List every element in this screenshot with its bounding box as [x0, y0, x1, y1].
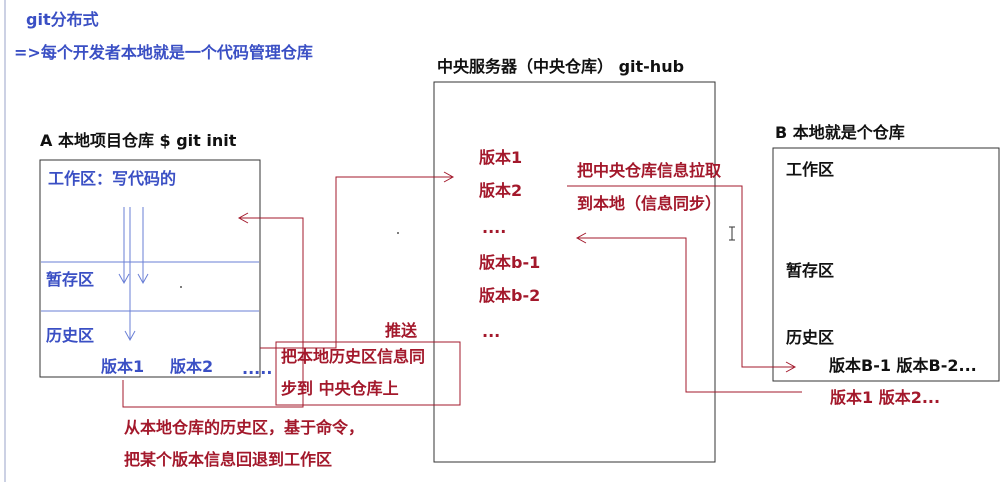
dot-mark-2 — [180, 286, 182, 288]
pull-arrow-bottom — [578, 237, 802, 393]
local-a-version-ellipsis: ..... — [242, 359, 273, 378]
flow-arrow-head-2 — [124, 330, 136, 342]
local-b-history: 历史区 — [786, 328, 835, 347]
central-version-ellipsis-2: ... — [482, 322, 501, 341]
push-desc-line-1: 把本地历史区信息同 — [281, 347, 426, 366]
local-b-label: B 本地就是个仓库 — [775, 123, 905, 142]
local-a-label: A 本地项目仓库 $ git init — [40, 131, 237, 150]
local-b-pulled-versions: 版本1 版本2... — [830, 388, 941, 407]
local-b-versions: 版本B-1 版本B-2... — [829, 356, 977, 375]
pull-desc-line-2: 到本地（信息同步） — [577, 194, 722, 213]
central-version-1: 版本1 — [479, 148, 523, 167]
pull-arrow-top-head — [785, 361, 797, 373]
local-a-staging: 暂存区 — [46, 270, 95, 289]
push-desc-line-2: 步到 中央仓库上 — [281, 379, 399, 398]
push-arrow-head — [443, 171, 455, 183]
push-arrow — [260, 176, 452, 349]
pull-arrow-bottom-head — [575, 232, 587, 244]
flow-arrow-head-1 — [118, 273, 130, 285]
push-desc-box — [275, 341, 461, 406]
central-version-ellipsis-1: .... — [482, 218, 507, 237]
pull-desc-line-1: 把中央仓库信息拉取 — [577, 161, 722, 180]
page-title: git分布式 — [26, 10, 99, 29]
central-repo-box — [433, 81, 716, 463]
local-a-history: 历史区 — [46, 326, 95, 345]
central-repo-label: 中央服务器（中央仓库） git-hub — [437, 57, 685, 76]
pull-arrow-top — [567, 185, 794, 368]
dot-mark — [397, 232, 399, 234]
local-a-version-2: 版本2 — [170, 357, 214, 376]
central-version-b1: 版本b-1 — [479, 253, 541, 272]
local-a-version-1: 版本1 — [101, 357, 145, 376]
central-version-b2: 版本b-2 — [479, 286, 541, 305]
local-a-workspace: 工作区：写代码的 — [48, 169, 177, 188]
page-subtitle: =>每个开发者本地就是一个代码管理仓库 — [14, 43, 313, 62]
flow-arrow-head-3 — [137, 273, 149, 285]
central-version-2: 版本2 — [479, 181, 523, 200]
rollback-arrow — [122, 217, 304, 408]
push-label: 推送 — [385, 321, 418, 340]
local-b-workspace: 工作区 — [786, 160, 835, 179]
local-a-box — [39, 159, 261, 378]
local-b-staging: 暂存区 — [786, 261, 835, 280]
rollback-desc-line-2: 把某个版本信息回退到工作区 — [124, 450, 333, 469]
rollback-arrow-head — [237, 212, 249, 224]
local-b-box — [772, 147, 1000, 382]
rollback-desc-line-1: 从本地仓库的历史区，基于命令， — [124, 418, 365, 437]
